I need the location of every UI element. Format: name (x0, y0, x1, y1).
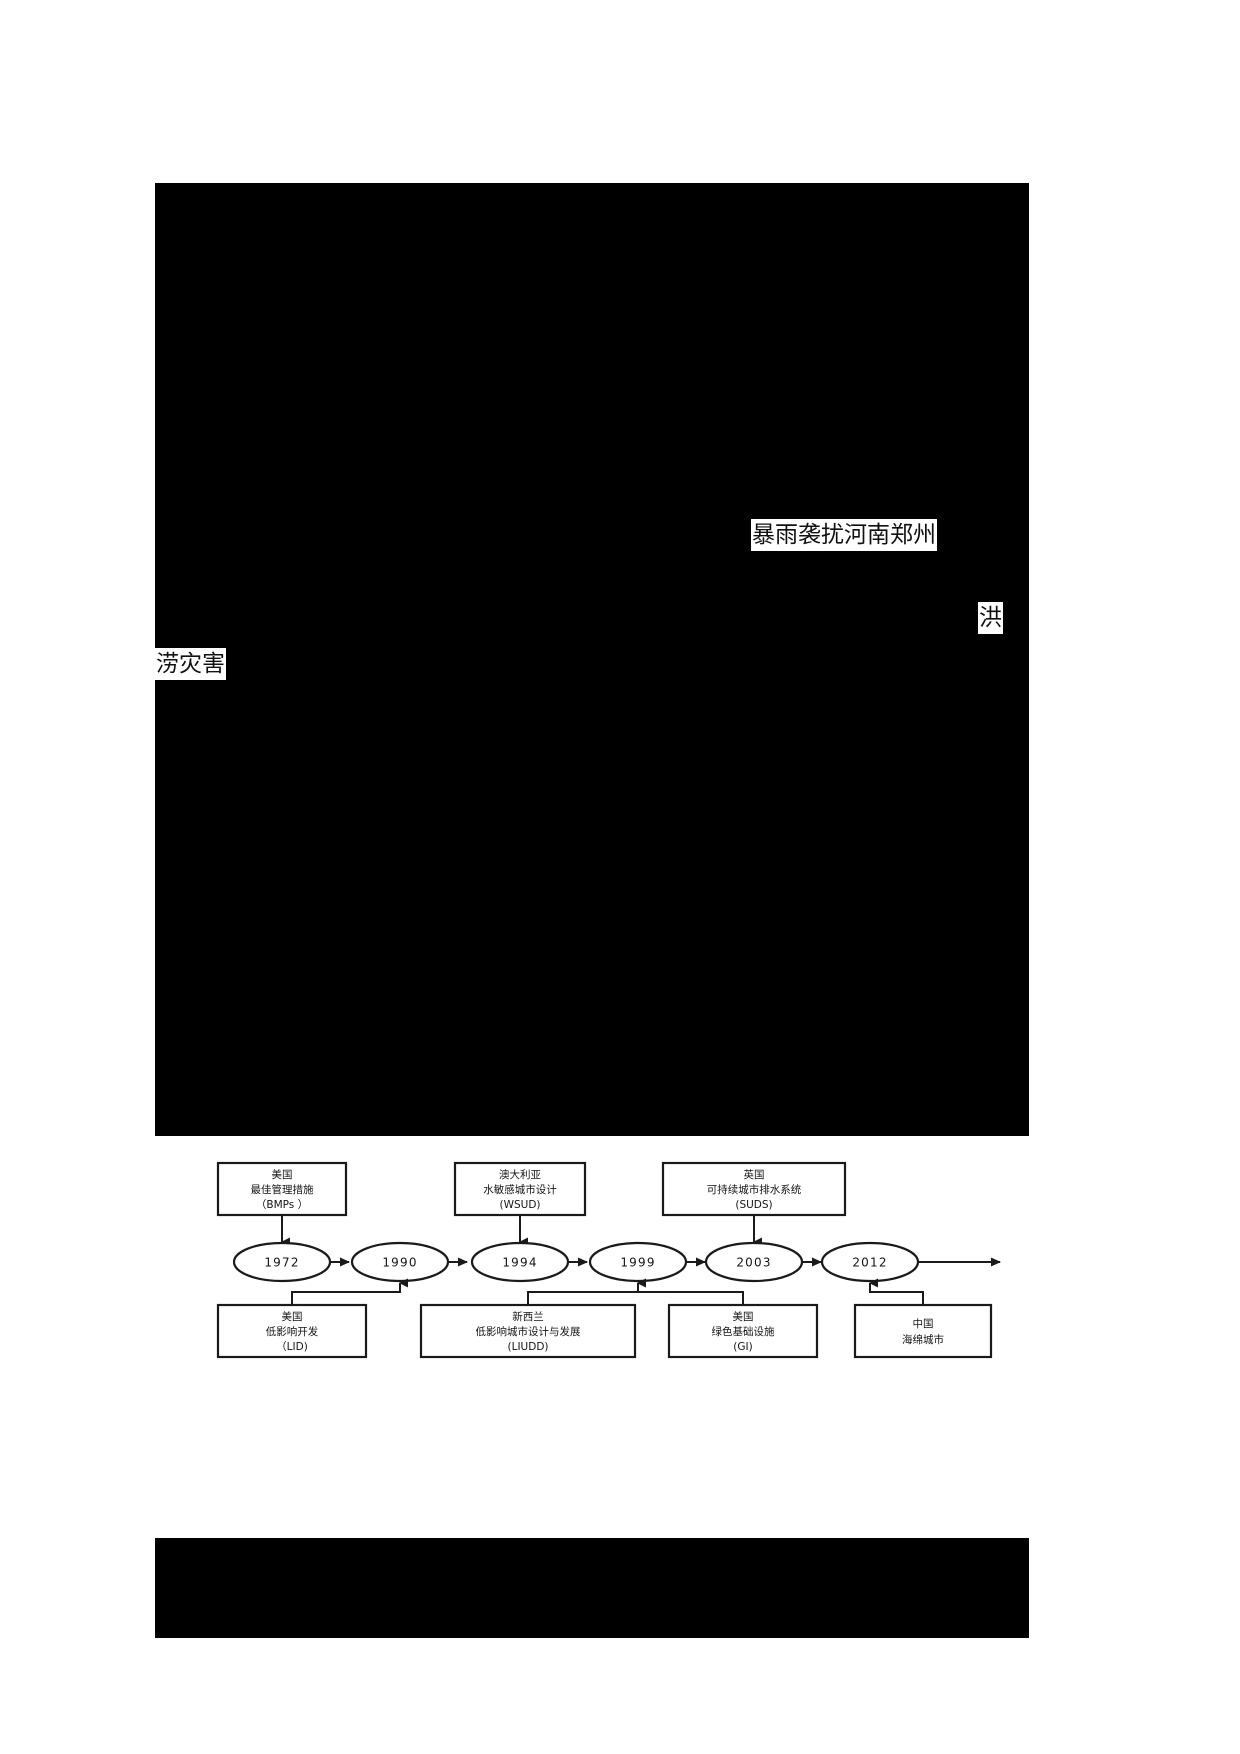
timeline-year-2003: 2003 (704, 1241, 804, 1283)
connector-bottom-3 (869, 1278, 924, 1305)
top-box-1-name: 水敏感城市设计 (483, 1183, 557, 1196)
top-box-2-name: 可持续城市排水系统 (707, 1183, 802, 1196)
text-fragment-zhengzhou: 暴雨袭扰河南郑州 (751, 519, 937, 551)
bottom-box-3-country: 中国 (913, 1317, 934, 1330)
bottom-box-1-abbr: (LIUDD) (508, 1341, 549, 1353)
redacted-image-bottom (155, 1538, 1029, 1638)
bottom-box-1-country: 新西兰 (512, 1310, 544, 1323)
connector-bottom-1 (527, 1278, 646, 1305)
bottom-box-1-name: 低影响城市设计与发展 (476, 1325, 581, 1338)
timeline-diagram: 美国 最佳管理措施 （BMPs ） 澳大利亚 水敏感城市设计 (WSUD) 英国… (155, 1150, 1029, 1380)
timeline-bottom-box-1: 新西兰 低影响城市设计与发展 (LIUDD) (419, 1303, 637, 1359)
year-label-1: 1990 (382, 1256, 417, 1270)
year-label-5: 2012 (852, 1256, 887, 1270)
connector-bottom-2 (637, 1278, 744, 1305)
timeline-top-box-1: 澳大利亚 水敏感城市设计 (WSUD) (453, 1161, 587, 1217)
timeline-bottom-box-3: 中国 海绵城市 (853, 1303, 993, 1359)
bottom-box-0-abbr: （LID) (276, 1341, 308, 1353)
bottom-box-3-name: 海绵城市 (902, 1333, 944, 1346)
bottom-box-2-abbr: (GI) (733, 1341, 752, 1353)
text-fragment-zaihai: 涝灾害 (155, 648, 226, 680)
top-box-0-abbr: （BMPs ） (256, 1199, 308, 1211)
timeline-year-1999: 1999 (588, 1241, 688, 1283)
top-box-0-country: 美国 (272, 1168, 293, 1181)
timeline-bottom-box-0: 美国 低影响开发 （LID) (216, 1303, 368, 1359)
timeline-year-1994: 1994 (470, 1241, 570, 1283)
bottom-box-0-country: 美国 (282, 1310, 303, 1323)
timeline-top-box-2: 英国 可持续城市排水系统 (SUDS) (661, 1161, 847, 1217)
top-box-1-abbr: (WSUD) (499, 1199, 540, 1211)
top-box-1-country: 澳大利亚 (499, 1168, 541, 1181)
bottom-box-2-country: 美国 (733, 1310, 754, 1323)
top-box-0-name: 最佳管理措施 (251, 1183, 314, 1196)
bottom-box-2-name: 绿色基础设施 (712, 1325, 775, 1338)
timeline-top-box-0: 美国 最佳管理措施 （BMPs ） (216, 1161, 348, 1217)
top-box-2-country: 英国 (744, 1168, 765, 1181)
year-label-0: 1972 (264, 1256, 299, 1270)
timeline-year-1990: 1990 (350, 1241, 450, 1283)
year-label-2: 1994 (502, 1256, 537, 1270)
timeline-bottom-box-2: 美国 绿色基础设施 (GI) (667, 1303, 819, 1359)
bottom-box-0-name: 低影响开发 (266, 1325, 319, 1338)
top-box-2-abbr: (SUDS) (735, 1199, 772, 1211)
connector-bottom-0 (291, 1278, 408, 1305)
text-fragment-hong: 洪 (978, 602, 1003, 634)
year-label-4: 2003 (736, 1256, 771, 1270)
timeline-year-2012: 2012 (820, 1241, 920, 1283)
timeline-year-1972: 1972 (232, 1241, 332, 1283)
redacted-image-top (155, 183, 1029, 1136)
year-label-3: 1999 (620, 1256, 655, 1270)
